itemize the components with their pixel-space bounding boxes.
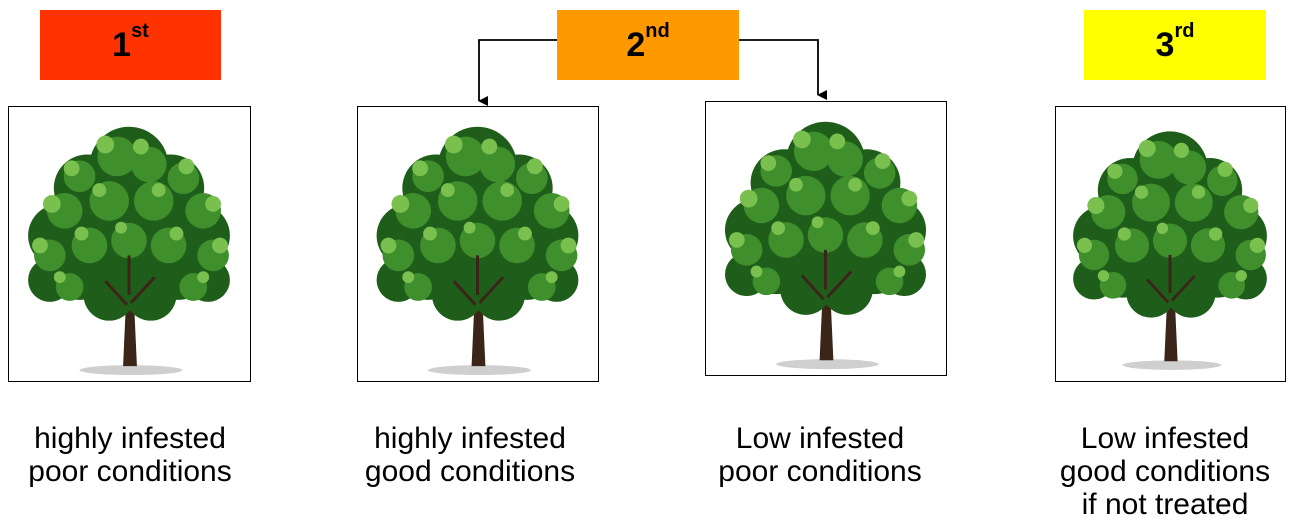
- caption-line: highly infested: [34, 422, 226, 455]
- caption-line: good conditions: [364, 455, 576, 488]
- tree-caption-2: highly infested good conditions: [340, 422, 600, 488]
- connector-arrow-right: [739, 39, 827, 100]
- caption-line: poor conditions: [28, 455, 232, 488]
- caption-line: Low infested: [1080, 422, 1250, 455]
- tree-caption-1: highly infested poor conditions: [0, 422, 260, 488]
- tree-icon: [724, 121, 927, 370]
- connector-arrow-left: [478, 39, 557, 106]
- caption-line: good conditions: [1059, 455, 1271, 488]
- tree-icon: [1073, 131, 1267, 370]
- tree-panel-4: [1055, 106, 1286, 382]
- caption-line: Low infested: [735, 422, 905, 455]
- tree-panel-2: [357, 106, 599, 382]
- tree-panel-3: [705, 101, 947, 376]
- caption-line: highly infested: [374, 422, 566, 455]
- rank-suffix: rd: [1174, 19, 1195, 42]
- tree-caption-3: Low infested poor conditions: [690, 422, 950, 488]
- caption-line: poor conditions: [718, 455, 922, 488]
- caption-line: if not treated: [1081, 488, 1249, 521]
- tree-icon: [28, 126, 230, 376]
- tree-panel-1: [8, 106, 251, 382]
- tree-caption-4: Low infested good conditions if not trea…: [1035, 422, 1295, 521]
- rank-number: 2: [626, 26, 646, 64]
- rank-suffix: nd: [645, 19, 670, 42]
- tree-icon: [376, 126, 579, 376]
- rank-number: 3: [1155, 26, 1175, 64]
- rank-suffix: st: [131, 19, 149, 42]
- rank-number: 1: [112, 26, 132, 64]
